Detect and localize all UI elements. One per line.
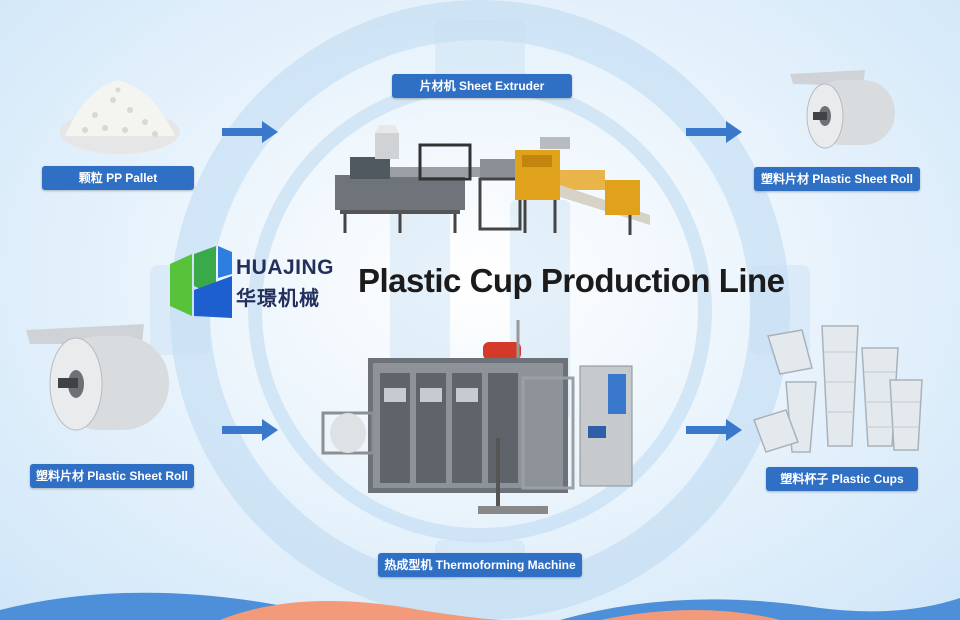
sheet-extruder-label: 片材机 Sheet Extruder: [392, 74, 572, 98]
bottom-wave-decoration: [0, 592, 960, 620]
arrow-right-icon: [686, 419, 742, 441]
arrow-right-icon: [222, 121, 278, 143]
huajing-logo-icon: [170, 246, 232, 318]
sheet-roll-bottom-label: 塑料片材 Plastic Sheet Roll: [30, 464, 194, 488]
arrow-right-icon: [222, 419, 278, 441]
sheet-roll-icon: [790, 70, 895, 149]
plastic-cups-label: 塑料杯子 Plastic Cups: [766, 467, 918, 491]
sheet-extruder-machine-icon: [335, 125, 650, 235]
sheet-roll-icon: [26, 324, 169, 431]
sheet-roll-top-label: 塑料片材 Plastic Sheet Roll: [754, 167, 920, 191]
arrow-right-icon: [686, 121, 742, 143]
thermoforming-label: 热成型机 Thermoforming Machine: [378, 553, 582, 577]
logo-name-cn: 华璟机械: [236, 288, 320, 310]
thermoforming-machine-icon: [321, 320, 633, 514]
page-title: Plastic Cup Production Line: [358, 262, 785, 299]
logo-name-en: HUAJING: [236, 256, 335, 279]
pp-pallet-label: 颗粒 PP Pallet: [42, 166, 194, 190]
pellet-pile-icon: [60, 80, 180, 154]
plastic-cups-icon: [753, 325, 923, 453]
